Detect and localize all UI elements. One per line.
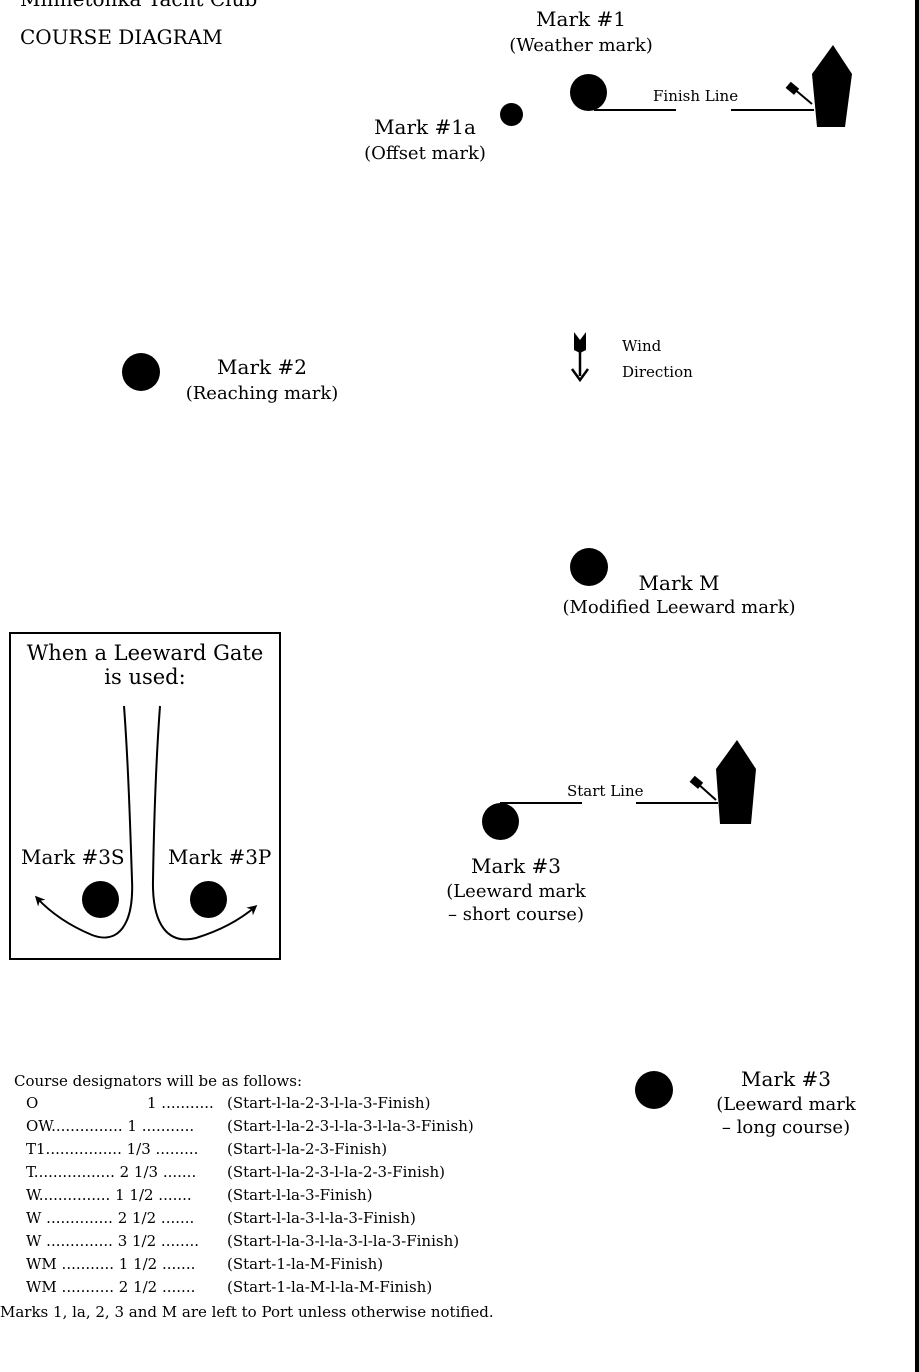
finish-flag (785, 81, 800, 95)
wind-arrow-fletching (574, 332, 586, 353)
designator-code: OW............... 1 ........... (26, 1117, 195, 1135)
port-rounding-note: Marks 1, la, 2, 3 and M are left to Port… (0, 1303, 494, 1321)
designator-sequence: (Start-1-la-M-Finish) (227, 1255, 384, 1273)
designator-row: W............... 1 1/2 ....... (Start-l-… (14, 1186, 508, 1209)
designator-sequence: (Start-l-la-3-l-la-3-l-la-3-Finish) (227, 1232, 460, 1250)
mark-2-buoy (122, 353, 160, 391)
designator-rounds: 1 ........... (147, 1094, 214, 1112)
wind-label-line2: Direction (622, 363, 693, 381)
mark-1a-label: Mark #1a (374, 115, 476, 139)
mark-1a-desc: (Offset mark) (364, 143, 486, 164)
start-flag (689, 775, 704, 789)
designator-code: WM ........... 1 1/2 ....... (26, 1255, 196, 1273)
wind-label-line1: Wind (622, 337, 662, 355)
designator-code: W .............. 3 1/2 ........ (26, 1232, 200, 1250)
designator-sequence: (Start-1-la-M-l-la-M-Finish) (227, 1278, 433, 1296)
mark-3-short-label: Mark #3 (471, 854, 561, 878)
gate-mark-3p-buoy (190, 881, 227, 918)
wind-arrow-head (570, 368, 590, 383)
designator-sequence: (Start-l-la-2-3-Finish) (227, 1140, 388, 1158)
mark-3-long-buoy (635, 1071, 673, 1109)
designator-code: O (26, 1094, 39, 1112)
designator-row: W .............. 3 1/2 ........ (Start-l… (14, 1232, 508, 1255)
start-committee-boat (716, 740, 756, 824)
mark-1a-buoy (500, 103, 523, 126)
mark-m-buoy (570, 548, 608, 586)
designator-sequence: (Start-l-la-3-Finish) (227, 1186, 373, 1204)
gate-path-port (151, 705, 258, 941)
gate-mark-3s-label: Mark #3S (21, 845, 125, 869)
designator-code: WM ........... 2 1/2 ....... (26, 1278, 196, 1296)
designator-row: T1................ 1/3 ......... (Start-… (14, 1140, 508, 1163)
gate-title-line2: is used: (104, 664, 186, 689)
designator-code: W............... 1 1/2 ....... (26, 1186, 192, 1204)
designator-sequence: (Start-l-la-2-3-l-la-3-Finish) (227, 1094, 431, 1112)
mark-3-short-desc-1: (Leeward mark (446, 881, 586, 902)
designator-code: T1................ 1/3 ......... (26, 1140, 199, 1158)
mark-3-long-desc-2: – long course) (721, 1117, 851, 1138)
gate-title-line1: When a Leeward Gate (26, 641, 264, 665)
mark-m-desc: (Modified Leeward mark) (562, 597, 796, 618)
designator-sequence: (Start-l-la-2-3-l-la-3-l-la-3-Finish) (227, 1117, 474, 1135)
designator-row: OW............... 1 ........... (Start-l… (14, 1117, 508, 1140)
designator-row: WM ........... 1 1/2 ....... (Start-1-la… (14, 1255, 508, 1278)
gate-path-starboard (34, 705, 134, 939)
designator-row: O 1 ........... (Start-l-la-2-3-l-la-3-F… (14, 1094, 508, 1117)
designator-sequence: (Start-l-la-3-l-la-3-Finish) (227, 1209, 416, 1227)
gate-mark-3p-label: Mark #3P (168, 845, 272, 869)
finish-line-label: Finish Line (653, 87, 739, 105)
mark-1-label: Mark #1 (536, 7, 626, 31)
mark-1-desc: (Weather mark) (509, 35, 653, 56)
designator-row: WM ........... 2 1/2 ....... (Start-1-la… (14, 1278, 508, 1301)
designator-code: W .............. 2 1/2 ....... (26, 1209, 195, 1227)
finish-committee-boat (812, 45, 852, 127)
mark-3-long-label: Mark #3 (741, 1067, 831, 1091)
course-designators: Course designators will be as follows: O… (0, 1072, 508, 1321)
mark-2-desc: (Reaching mark) (185, 383, 339, 404)
page-right-border (915, 0, 919, 1372)
mark-2-label: Mark #2 (217, 355, 307, 379)
leeward-gate-inset: When a Leeward Gate is used: Mark #3S Ma… (9, 632, 281, 960)
mark-3-long-desc-1: (Leeward mark (716, 1094, 856, 1115)
diagram-title: COURSE DIAGRAM (20, 25, 223, 49)
designator-sequence: (Start-l-la-2-3-l-la-2-3-Finish) (227, 1163, 446, 1181)
designator-row: T................. 2 1/3 ....... (Start-… (14, 1163, 508, 1186)
mark-3-short-desc-2: – short course) (448, 904, 584, 925)
designator-code: T................. 2 1/3 ....... (26, 1163, 197, 1181)
start-line-label: Start Line (567, 782, 644, 800)
mark-m-label: Mark M (638, 571, 720, 595)
mark-3-short-buoy (482, 803, 519, 840)
gate-mark-3s-buoy (82, 881, 119, 918)
club-name: Minnetonka Yacht Club (20, 0, 257, 11)
designators-intro: Course designators will be as follows: (14, 1072, 303, 1090)
gate-title: When a Leeward Gate is used: (11, 641, 279, 689)
designator-row: W .............. 2 1/2 ....... (Start-l-… (14, 1209, 508, 1232)
mark-1-buoy (570, 74, 607, 111)
